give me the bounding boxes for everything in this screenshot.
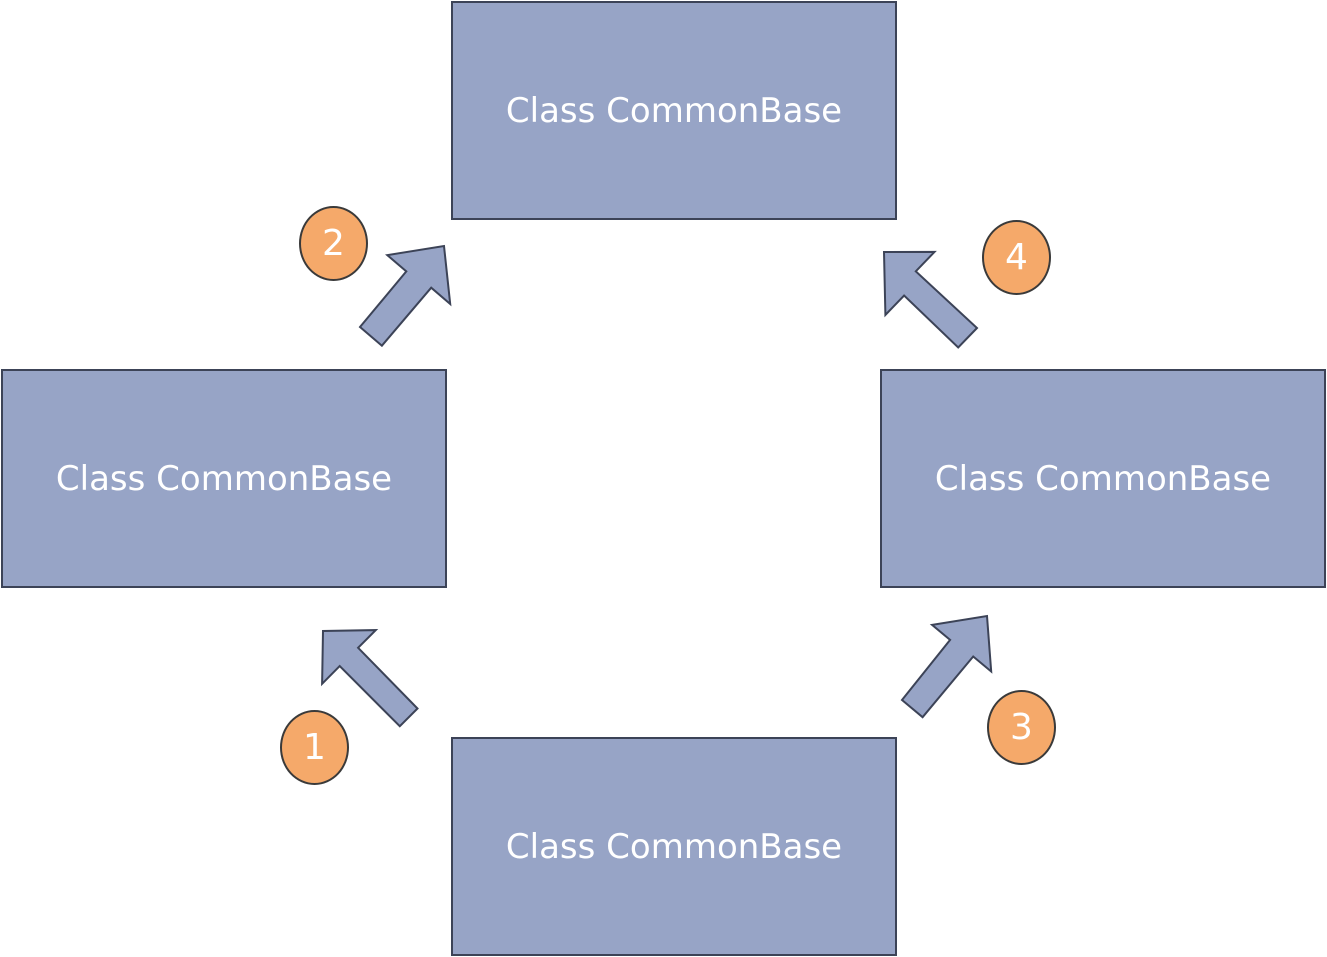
class-box-label: Class CommonBase bbox=[934, 458, 1272, 499]
arrow-up-right-icon bbox=[900, 614, 993, 719]
class-box-label: Class CommonBase bbox=[55, 458, 393, 499]
class-box-right: Class CommonBase bbox=[880, 369, 1326, 588]
class-box-left: Class CommonBase bbox=[1, 369, 447, 588]
step-number: 4 bbox=[1005, 237, 1028, 278]
class-box-label: Class CommonBase bbox=[505, 826, 843, 867]
arrow-up-left-icon bbox=[321, 629, 419, 728]
class-box-label: Class CommonBase bbox=[505, 90, 843, 131]
step-number: 3 bbox=[1010, 707, 1033, 748]
step-number: 2 bbox=[322, 223, 345, 264]
class-box-bottom: Class CommonBase bbox=[451, 737, 897, 956]
step-badge-1: 1 bbox=[280, 710, 349, 785]
step-badge-3: 3 bbox=[987, 690, 1056, 765]
arrow-up-right-icon bbox=[358, 244, 452, 348]
step-badge-2: 2 bbox=[299, 206, 368, 281]
step-badge-4: 4 bbox=[982, 220, 1051, 295]
class-box-top: Class CommonBase bbox=[451, 1, 897, 220]
arrow-up-left-icon bbox=[882, 250, 979, 349]
step-number: 1 bbox=[303, 727, 326, 768]
